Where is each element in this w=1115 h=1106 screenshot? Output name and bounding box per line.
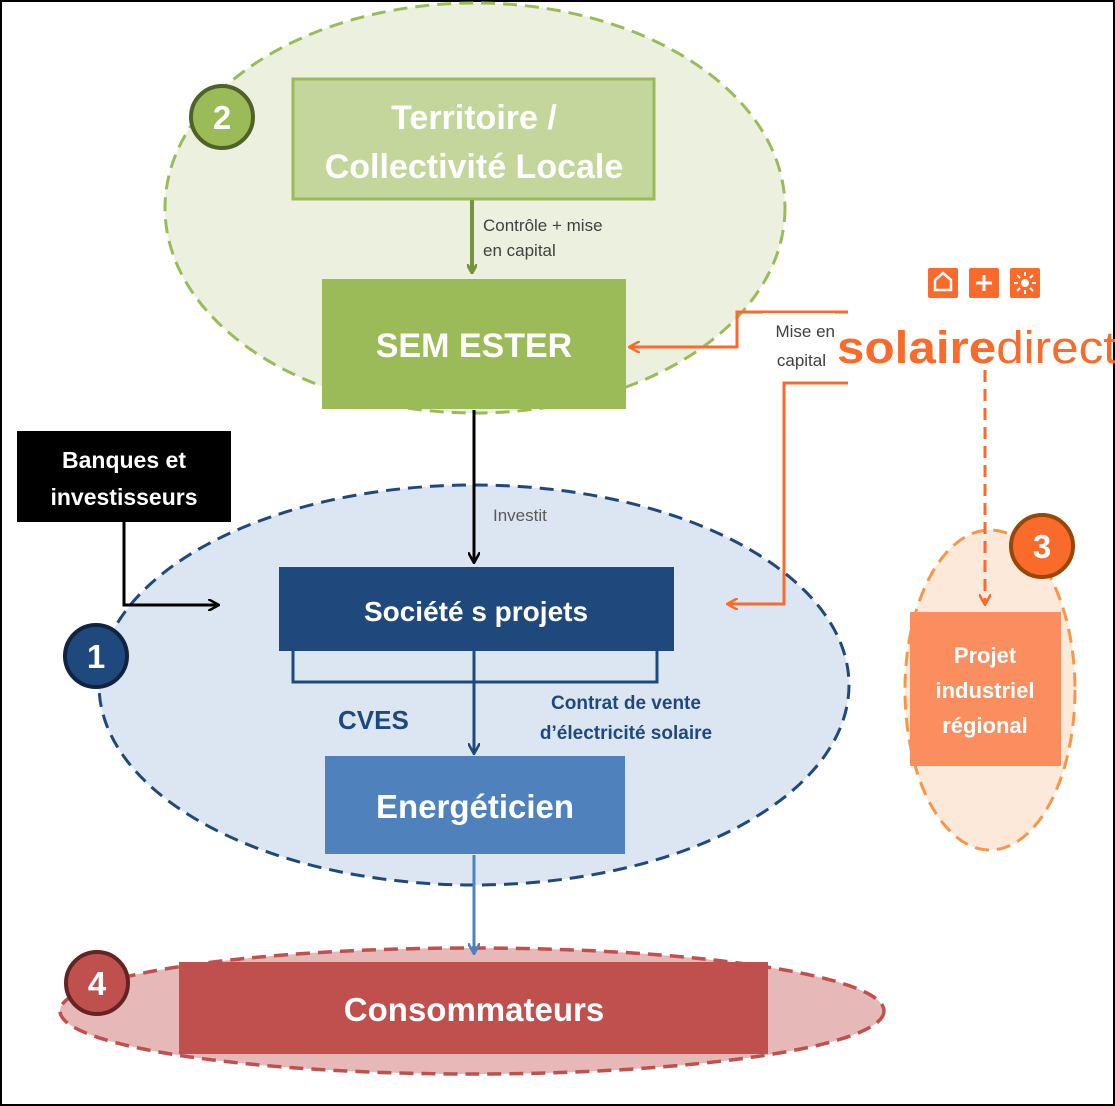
contrat-label-1: Contrat de vente <box>551 693 701 714</box>
badge-4-label: 4 <box>88 965 107 1002</box>
banques-arrow <box>122 522 218 605</box>
badge-3: 3 <box>1009 513 1075 579</box>
societe-label: Société s projets <box>364 596 588 627</box>
energeticien-box <box>325 756 625 854</box>
investit-label: Investit <box>493 506 547 525</box>
energeticien-label: Energéticien <box>376 788 574 825</box>
logo-word-light: direct <box>996 322 1115 373</box>
territoire-label-1: Territoire / <box>391 99 557 137</box>
mise-capital-arrow-societe <box>728 381 848 604</box>
controle-label-1: Contrôle + mise <box>483 216 603 235</box>
mise-label-1: Mise en <box>775 322 835 341</box>
territoire-box <box>291 77 656 201</box>
territoire-label-2: Collectivité Locale <box>325 148 624 186</box>
projet-box <box>910 612 1061 766</box>
badge-1-label: 1 <box>87 638 105 675</box>
mise-label-2: capital <box>777 351 826 370</box>
controle-label-2: en capital <box>483 241 556 260</box>
contrat-label-2: d’électricité solaire <box>540 723 712 744</box>
badge-2: 2 <box>189 84 255 150</box>
projet-label-1: Projet <box>954 643 1017 668</box>
mise-capital-arrow-sem <box>630 310 848 347</box>
badge-4: 4 <box>64 950 130 1016</box>
sem-ester-box <box>322 279 626 409</box>
sem-ester-label: SEM ESTER <box>376 327 572 365</box>
banques-label-2: investisseurs <box>50 484 197 510</box>
cves-label: CVES <box>338 705 409 735</box>
consommateurs-label: Consommateurs <box>344 991 604 1028</box>
projet-label-2: industriel <box>935 678 1034 703</box>
badge-2-label: 2 <box>213 99 231 136</box>
badge-3-label: 3 <box>1033 528 1051 565</box>
banques-box <box>17 431 231 522</box>
mise-label-bg <box>763 313 835 379</box>
badge-1: 1 <box>63 623 129 689</box>
projet-label-3: régional <box>942 713 1028 738</box>
logo-word-bold: solaire <box>837 322 996 373</box>
banques-label-1: Banques et <box>62 447 186 473</box>
societe-box <box>279 567 674 651</box>
consommateurs-box <box>179 962 768 1054</box>
